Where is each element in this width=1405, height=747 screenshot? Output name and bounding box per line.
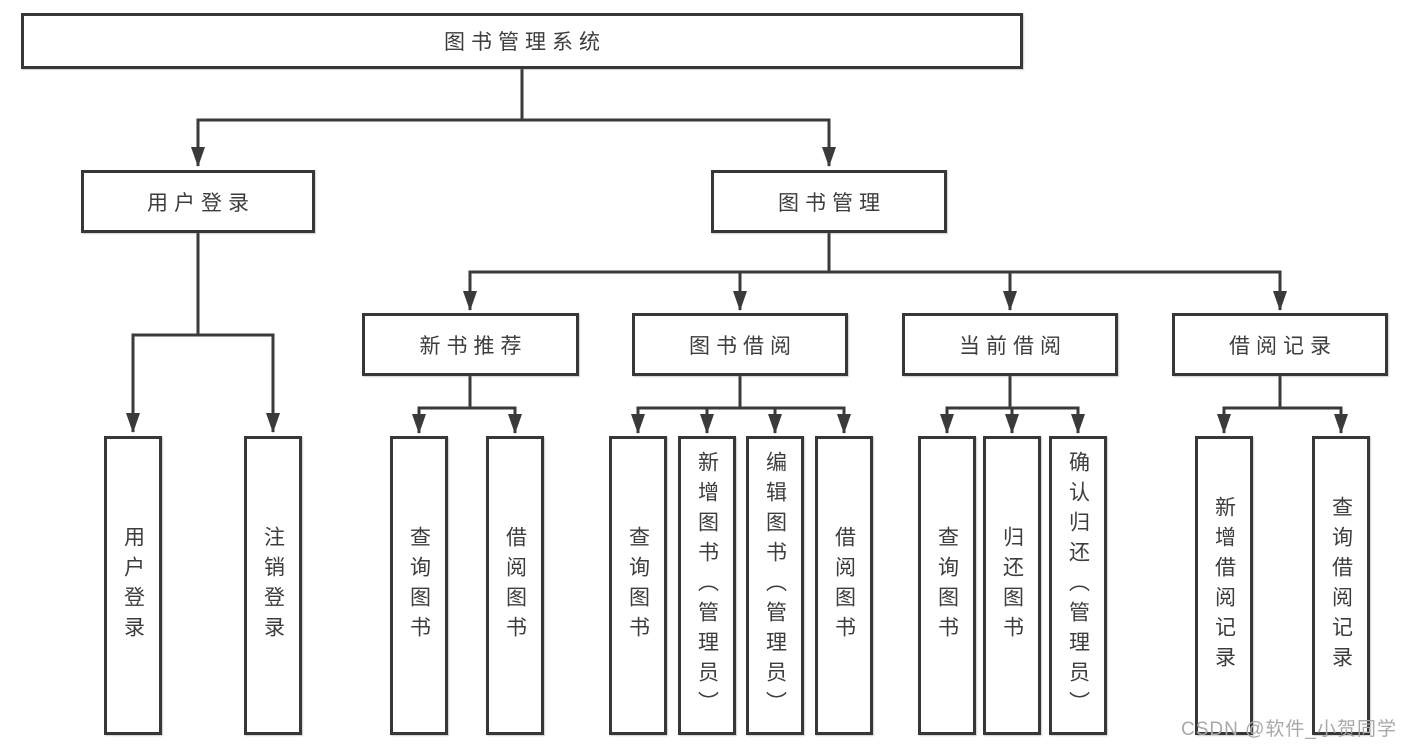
node-label: 确认归还（管理员） <box>1066 450 1090 721</box>
node-leaf-add-book-admin: 新增图书（管理员） <box>678 436 736 735</box>
node-leaf-borrow-book: 借阅图书 <box>815 436 873 735</box>
node-leaf-confirm-return-admin: 确认归还（管理员） <box>1049 436 1107 735</box>
node-leaf-query-book-borrow: 查询图书 <box>609 436 667 735</box>
node-label: 当前借阅 <box>959 334 1067 358</box>
node-label: 注销登录 <box>261 525 285 646</box>
node-leaf-add-borrow-record: 新增借阅记录 <box>1195 436 1253 735</box>
node-label: 图书管理 <box>778 191 886 215</box>
node-label: 归还图书 <box>1000 525 1024 646</box>
node-book-management: 图书管理 <box>711 170 947 233</box>
node-library-management-system: 图书管理系统 <box>21 13 1023 69</box>
node-label: 查询图书 <box>407 525 431 646</box>
node-label: 图书借阅 <box>689 334 797 358</box>
node-label: 新书推荐 <box>419 334 528 358</box>
node-borrow-record: 借阅记录 <box>1172 313 1388 376</box>
node-leaf-user-login: 用户登录 <box>104 436 162 735</box>
node-leaf-edit-book-admin: 编辑图书（管理员） <box>746 436 804 735</box>
node-label: 借阅图书 <box>832 525 856 646</box>
node-label: 用户登录 <box>121 525 145 646</box>
node-label: 查询图书 <box>935 525 959 646</box>
node-label: 用户登录 <box>147 191 255 215</box>
node-leaf-query-book-recommend: 查询图书 <box>390 436 448 735</box>
node-label: 查询借阅记录 <box>1329 495 1353 676</box>
node-label: 新增借阅记录 <box>1212 495 1236 676</box>
node-label: 编辑图书（管理员） <box>763 450 787 721</box>
node-label: 新增图书（管理员） <box>695 450 719 721</box>
node-leaf-query-book-current: 查询图书 <box>918 436 976 735</box>
node-user-login: 用户登录 <box>81 170 315 233</box>
node-leaf-return-book: 归还图书 <box>983 436 1041 735</box>
node-label: 查询图书 <box>626 525 650 646</box>
node-label: 借阅图书 <box>503 525 527 646</box>
node-book-borrow: 图书借阅 <box>632 313 848 376</box>
node-leaf-query-borrow-record: 查询借阅记录 <box>1312 436 1370 735</box>
node-new-book-recommend: 新书推荐 <box>362 313 579 376</box>
node-label: 图书管理系统 <box>444 31 606 54</box>
node-leaf-logout: 注销登录 <box>244 436 302 735</box>
node-leaf-borrow-book-recommend: 借阅图书 <box>486 436 544 735</box>
node-current-borrow: 当前借阅 <box>902 313 1118 376</box>
node-label: 借阅记录 <box>1229 334 1337 358</box>
